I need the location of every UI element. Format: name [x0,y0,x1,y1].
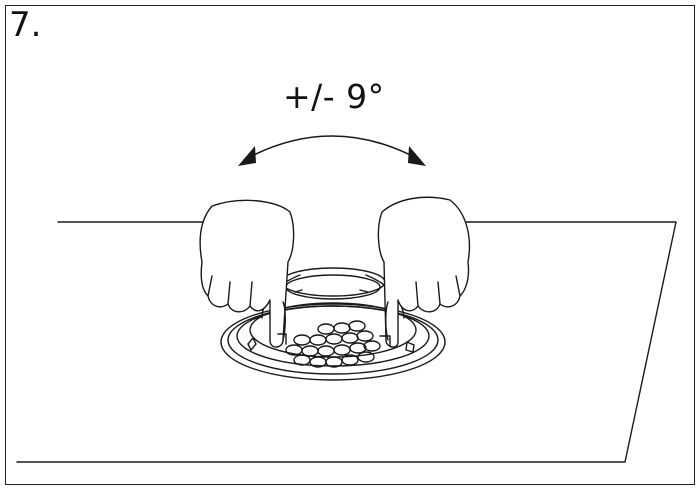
double-headed-curved-arrow-icon [238,135,426,166]
recessed-downlight-icon [220,267,446,381]
rotation-angle-label: +/- 9° [283,77,385,116]
right-hand-icon [377,196,471,348]
ceiling-plane [16,221,677,463]
step-number: 7. [9,5,42,45]
left-hand-icon [199,199,295,348]
led-array [285,320,381,368]
instruction-panel [5,5,695,485]
